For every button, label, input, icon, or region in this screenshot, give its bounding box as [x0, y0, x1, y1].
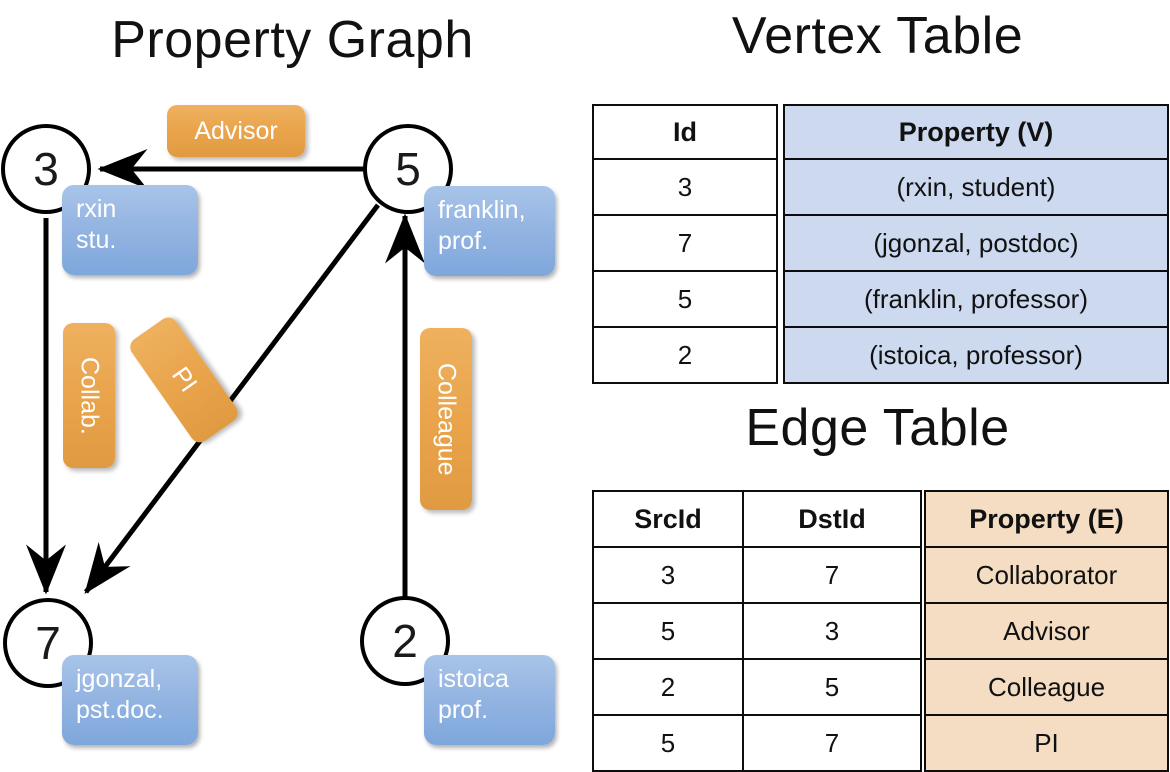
- node-7-property-line-1: jgonzal,: [76, 665, 163, 693]
- node-3-property-line-2: stu.: [76, 226, 117, 254]
- edge-row-3-src: 5: [592, 714, 744, 772]
- table-row: (rxin, student): [783, 158, 1169, 216]
- node-property-box-5: franklin, prof.: [424, 186, 555, 276]
- vertex-row-1-property: (jgonzal, postdoc): [783, 214, 1169, 272]
- edge-row-3-dst: 7: [742, 714, 922, 772]
- edge-table-header-property: Property (E): [924, 490, 1169, 548]
- graph-node-5[interactable]: 5: [363, 124, 453, 214]
- edge-row-1-property: Advisor: [924, 602, 1169, 660]
- table-row: 3: [592, 158, 778, 216]
- page-title-property-graph: Property Graph: [111, 11, 474, 69]
- vertex-table-header-row: Id: [592, 104, 778, 160]
- edge-row-0-src: 3: [592, 546, 744, 604]
- vertex-row-0-id: 3: [592, 158, 778, 216]
- table-row: 3 7: [592, 546, 922, 604]
- vertex-table-header-row: Property (V): [783, 104, 1169, 160]
- edge-row-3-property: PI: [924, 714, 1169, 772]
- node-3-property-line-1: rxin: [76, 195, 117, 223]
- edge-table-header-dstid: DstId: [742, 490, 922, 548]
- node-2-property-line-1: istoica: [438, 665, 509, 693]
- table-row: Colleague: [924, 658, 1169, 716]
- node-7-property-line-2: pst.doc.: [76, 696, 164, 724]
- graph-node-2[interactable]: 2: [360, 596, 450, 686]
- node-property-box-7: jgonzal, pst.doc.: [62, 655, 198, 745]
- vertex-table-header-property: Property (V): [783, 104, 1169, 160]
- edge-row-1-dst: 3: [742, 602, 922, 660]
- edge-table-header-row: SrcId DstId: [592, 490, 922, 548]
- vertex-table-property-column: Property (V) (rxin, student) (jgonzal, p…: [783, 104, 1169, 384]
- vertex-table-id-column: Id 3 7 5 2: [592, 104, 778, 384]
- edge-label-advisor: Advisor: [167, 105, 305, 157]
- edge-row-0-dst: 7: [742, 546, 922, 604]
- edge-table-property-column: Property (E) Collaborator Advisor Collea…: [924, 490, 1169, 772]
- edge-arrow-5-to-7: [84, 203, 380, 594]
- graph-edge-arrows: [26, 149, 425, 598]
- table-row: (istoica, professor): [783, 326, 1169, 384]
- vertex-row-1-id: 7: [592, 214, 778, 272]
- edge-label-colleague: Colleague: [420, 328, 472, 510]
- vertex-row-3-property: (istoica, professor): [783, 326, 1169, 384]
- table-row: (jgonzal, postdoc): [783, 214, 1169, 272]
- table-row: Collaborator: [924, 546, 1169, 604]
- edge-row-0-property: Collaborator: [924, 546, 1169, 604]
- edge-row-2-src: 2: [592, 658, 744, 716]
- node-2-property-line-2: prof.: [438, 696, 489, 724]
- table-row: 2 5: [592, 658, 922, 716]
- vertex-row-0-property: (rxin, student): [783, 158, 1169, 216]
- edge-table-header-srcid: SrcId: [592, 490, 744, 548]
- table-row: 7: [592, 214, 778, 272]
- page-title-edge-table: Edge Table: [745, 399, 1010, 457]
- vertex-row-2-property: (franklin, professor): [783, 270, 1169, 328]
- node-property-box-3: rxin stu.: [62, 185, 198, 275]
- edge-table-header-row: Property (E): [924, 490, 1169, 548]
- table-row: 5 3: [592, 602, 922, 660]
- table-row: (franklin, professor): [783, 270, 1169, 328]
- edge-row-2-dst: 5: [742, 658, 922, 716]
- node-5-property-line-2: prof.: [438, 227, 489, 255]
- table-row: PI: [924, 714, 1169, 772]
- vertex-row-3-id: 2: [592, 326, 778, 384]
- edge-row-1-src: 5: [592, 602, 744, 660]
- property-graph-diagram: 3 5 7 2 rxin stu. franklin, prof. jgonza…: [0, 0, 585, 760]
- node-property-box-2: istoica prof.: [424, 655, 555, 745]
- table-row: 5: [592, 270, 778, 328]
- table-row: 5 7: [592, 714, 922, 772]
- edge-row-2-property: Colleague: [924, 658, 1169, 716]
- vertex-table-header-id: Id: [592, 104, 778, 160]
- vertex-row-2-id: 5: [592, 270, 778, 328]
- edge-table-src-dst-columns: SrcId DstId 3 7 5 3 2 5 5 7: [592, 490, 922, 772]
- table-row: 2: [592, 326, 778, 384]
- table-row: Advisor: [924, 602, 1169, 660]
- edge-label-collab: Collab.: [63, 323, 115, 468]
- page-title-vertex-table: Vertex Table: [731, 7, 1024, 65]
- node-5-property-line-1: franklin,: [438, 196, 526, 224]
